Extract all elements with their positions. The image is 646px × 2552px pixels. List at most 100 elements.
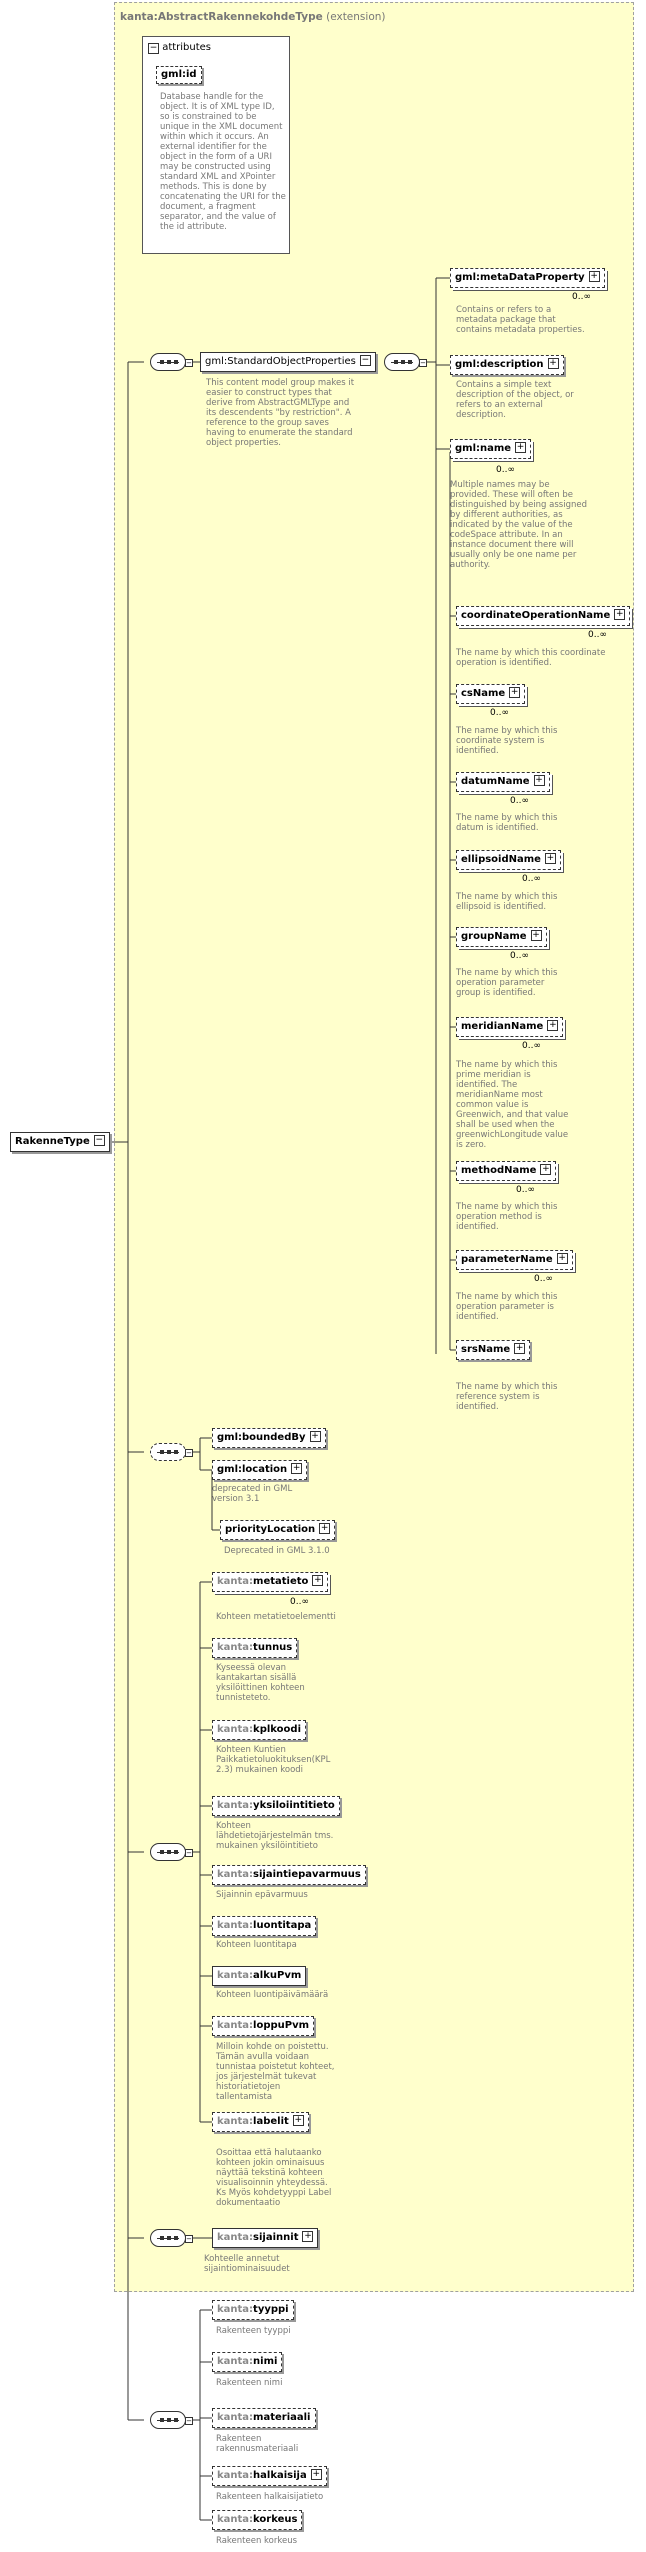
attribute-doc: Database handle for the object. It is of…	[160, 92, 286, 232]
element-gml-location[interactable]: gml:location+	[212, 1460, 308, 1480]
occurrence-label: 0..∞	[516, 1185, 535, 1195]
element-kanta-halkaisija[interactable]: kanta:halkaisija+	[212, 2466, 327, 2486]
element-doc: Kohteen luontitapa	[216, 1940, 297, 1950]
group-label: gml:StandardObjectProperties	[205, 356, 356, 367]
extension-type-name: kanta:AbstractRakennekohdeType	[120, 11, 323, 23]
collapse-icon[interactable]: −	[185, 2417, 193, 2425]
element-doc: Osoittaa että halutaanko kohteen jokin o…	[216, 2148, 332, 2208]
sequence-compositor[interactable]: −	[150, 1843, 193, 1861]
element-kanta-loppupvm[interactable]: kanta:loppuPvm	[212, 2016, 315, 2036]
expand-icon[interactable]: +	[533, 774, 545, 786]
element-kanta-labelit[interactable]: kanta:labelit+	[212, 2112, 309, 2132]
sequence-compositor[interactable]: −	[150, 2229, 193, 2247]
expand-icon[interactable]: +	[509, 686, 521, 698]
element-ellipsoidname[interactable]: ellipsoidName+	[456, 850, 561, 870]
element-doc: Kyseessä olevan kantakartan sisällä yksi…	[216, 1663, 305, 1703]
element-kanta-metatieto[interactable]: kanta:metatieto+	[212, 1572, 329, 1592]
element-doc: Rakenteen rakennusmateriaali	[216, 2434, 299, 2454]
expand-icon[interactable]: +	[544, 852, 556, 864]
element-kanta-yksiloiintitieto[interactable]: kanta:yksiloiintitieto	[212, 1796, 340, 1816]
expand-icon[interactable]: +	[515, 441, 527, 453]
expand-icon[interactable]: +	[547, 1019, 559, 1031]
element-kanta-materiaali[interactable]: kanta:materiaali	[212, 2408, 316, 2428]
collapse-icon[interactable]: −	[419, 359, 427, 367]
sequence-compositor[interactable]: −	[150, 1443, 193, 1461]
element-doc: Rakenteen tyyppi	[216, 2326, 291, 2336]
expand-icon[interactable]: +	[292, 2114, 304, 2126]
attributes-header[interactable]: − attributes	[148, 42, 211, 54]
element-kanta-alkupvm[interactable]: kanta:alkuPvm	[212, 1966, 307, 1986]
collapse-icon[interactable]: −	[185, 1449, 193, 1457]
sequence-compositor[interactable]: −	[150, 2411, 193, 2429]
expand-icon[interactable]: +	[588, 270, 600, 282]
collapse-icon[interactable]: −	[185, 359, 193, 367]
element-prioritylocation[interactable]: priorityLocation+	[220, 1520, 336, 1540]
element-coordinateoperationname[interactable]: coordinateOperationName+	[456, 606, 631, 626]
root-element-rakennetype[interactable]: RakenneType−	[10, 1132, 110, 1152]
element-gml-metadataproperty[interactable]: gml:metaDataProperty+	[450, 268, 605, 288]
element-gml-name[interactable]: gml:name+	[450, 439, 532, 459]
element-doc: Rakenteen korkeus	[216, 2536, 298, 2546]
element-kanta-sijaintiepavarmuus[interactable]: kanta:sijaintiepavarmuus	[212, 1865, 366, 1885]
group-gml-standardobjectproperties[interactable]: gml:StandardObjectProperties−	[200, 352, 376, 372]
element-doc: Multiple names may be provided. These wi…	[450, 480, 587, 570]
element-kanta-sijainnit[interactable]: kanta:sijainnit+	[212, 2228, 319, 2248]
element-doc: The name by which this operation paramet…	[456, 968, 558, 998]
element-srsname[interactable]: srsName+	[456, 1340, 531, 1360]
attribute-name: gml:id	[161, 69, 197, 80]
occurrence-label: 0..∞	[534, 1274, 553, 1284]
expand-icon[interactable]: +	[556, 1252, 568, 1264]
element-kanta-korkeus[interactable]: kanta:korkeus	[212, 2510, 303, 2530]
element-doc: Milloin kohde on poistettu. Tämän avulla…	[216, 2042, 335, 2102]
element-datumname[interactable]: datumName+	[456, 772, 550, 792]
expand-icon[interactable]: +	[312, 1574, 324, 1586]
sequence-compositor[interactable]: −	[150, 353, 193, 371]
element-doc: Kohteen metatietoelementti	[216, 1612, 336, 1622]
collapse-icon[interactable]: −	[185, 1849, 193, 1857]
collapse-icon[interactable]: −	[185, 2235, 193, 2243]
element-gml-boundedby[interactable]: gml:boundedBy+	[212, 1428, 326, 1448]
element-doc: The name by which this prime meridian is…	[456, 1060, 569, 1150]
element-gml-description[interactable]: gml:description+	[450, 355, 564, 375]
expand-icon[interactable]: +	[547, 357, 559, 369]
expand-icon[interactable]: +	[530, 929, 542, 941]
element-doc: Kohteen Kuntien Paikkatietoluokituksen(K…	[216, 1745, 331, 1775]
element-groupname[interactable]: groupName+	[456, 927, 547, 947]
expand-icon[interactable]: +	[514, 1342, 526, 1354]
expand-icon[interactable]: +	[319, 1522, 331, 1534]
element-methodname[interactable]: methodName+	[456, 1161, 557, 1181]
element-doc: The name by which this operation method …	[456, 1202, 558, 1232]
occurrence-label: 0..∞	[572, 292, 591, 302]
element-doc: Kohteen luontipäivämäärä	[216, 1990, 329, 2000]
collapse-icon[interactable]: −	[148, 43, 159, 54]
expand-icon[interactable]: +	[302, 2230, 314, 2242]
element-csname[interactable]: csName+	[456, 684, 526, 704]
element-kanta-nimi[interactable]: kanta:nimi	[212, 2352, 283, 2372]
element-doc: Rakenteen halkaisijatieto	[216, 2492, 324, 2502]
element-doc: Contains a simple text description of th…	[456, 380, 574, 420]
element-doc: The name by which this datum is identifi…	[456, 813, 558, 833]
element-doc: The name by which this operation paramet…	[456, 1292, 558, 1322]
element-meridianname[interactable]: meridianName+	[456, 1017, 564, 1037]
collapse-icon[interactable]: −	[93, 1134, 105, 1146]
element-doc: The name by which this reference system …	[456, 1382, 558, 1412]
collapse-icon[interactable]: −	[359, 354, 371, 366]
extension-suffix: (extension)	[326, 11, 386, 23]
occurrence-label: 0..∞	[496, 465, 515, 475]
element-kanta-tyyppi[interactable]: kanta:tyyppi	[212, 2300, 294, 2320]
element-kanta-tunnus[interactable]: kanta:tunnus	[212, 1638, 298, 1658]
element-doc: The name by which this coordinate operat…	[456, 648, 606, 668]
group-doc: This content model group makes it easier…	[206, 378, 355, 448]
element-kanta-kplkoodi[interactable]: kanta:kplkoodi	[212, 1720, 306, 1740]
expand-icon[interactable]: +	[309, 1430, 321, 1442]
expand-icon[interactable]: +	[291, 1462, 303, 1474]
element-parametername[interactable]: parameterName+	[456, 1250, 573, 1270]
attribute-gml-id[interactable]: gml:id	[156, 66, 202, 84]
expand-icon[interactable]: +	[310, 2468, 322, 2480]
sequence-compositor[interactable]: −	[384, 353, 427, 371]
occurrence-label: 0..∞	[510, 951, 529, 961]
expand-icon[interactable]: +	[540, 1163, 552, 1175]
extension-title: kanta:AbstractRakennekohdeType (extensio…	[120, 11, 386, 23]
element-kanta-luontitapa[interactable]: kanta:luontitapa	[212, 1916, 317, 1936]
expand-icon[interactable]: +	[614, 608, 626, 620]
